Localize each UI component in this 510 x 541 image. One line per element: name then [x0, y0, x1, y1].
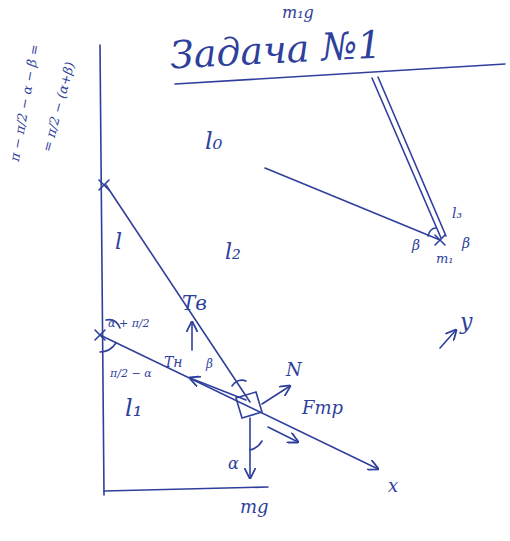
sketch-label: Tн — [164, 355, 183, 370]
point-mark — [435, 235, 445, 245]
sketch-label: l — [115, 230, 122, 254]
sketch-label: y — [460, 310, 472, 334]
force-arrow — [268, 427, 298, 442]
angle-arc — [250, 441, 262, 450]
sketch-label: l₁ — [125, 395, 142, 421]
force-arrow — [249, 418, 251, 478]
point-mark — [95, 330, 105, 340]
sketch-label: l₀ — [205, 128, 222, 154]
ground-line — [104, 487, 268, 491]
sketch-label: β — [412, 238, 420, 253]
sketch-label: π − π/2 − α − β = — [8, 43, 43, 162]
sketch-label: Tв — [182, 292, 207, 314]
wall-line — [100, 45, 104, 495]
sketch-label: α + π/2 — [108, 318, 150, 330]
sketch-label: α — [228, 455, 239, 473]
sketch-label: l₂ — [225, 240, 241, 264]
sketch-label: m₁ — [436, 252, 454, 266]
point-mark — [99, 180, 109, 190]
x-axis-incline — [100, 335, 378, 469]
title: Задача №1 — [169, 24, 382, 77]
rope-l2 — [106, 185, 250, 402]
sketch-label: β — [462, 236, 470, 251]
sketch-label: N — [286, 360, 302, 380]
angle-arc — [232, 380, 246, 386]
block — [236, 392, 262, 418]
force-arrow — [262, 386, 290, 404]
sketch-label: π/2 − α — [110, 368, 152, 380]
rope-l0 — [265, 168, 440, 240]
sketch-label: l₃ — [452, 206, 462, 221]
rope-double — [372, 78, 441, 238]
rope-double — [378, 77, 446, 236]
sketch-label: = π/2 − (α+β) — [40, 60, 78, 153]
force-arrow — [191, 322, 193, 350]
angle-arc — [100, 343, 116, 352]
sketch-label: Fтр — [302, 398, 343, 418]
sketch-label: β — [206, 358, 213, 371]
sketch-label: x — [388, 476, 398, 496]
axis-arrow — [440, 330, 456, 348]
sketch-label: mg — [240, 497, 269, 517]
sketch-label: m₁g — [282, 4, 314, 22]
